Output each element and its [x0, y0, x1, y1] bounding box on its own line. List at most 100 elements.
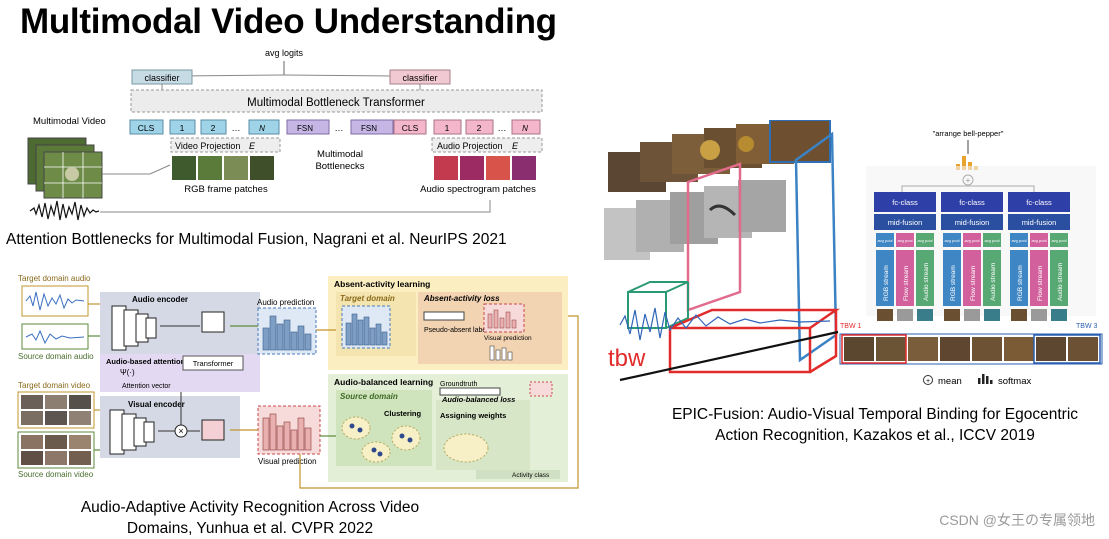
token-audio-2: 2	[477, 123, 482, 133]
stream-block	[1010, 250, 1028, 306]
avg-pool-label: avg pool	[1011, 238, 1026, 243]
balanced-loss-label: Audio-balanced loss	[441, 395, 515, 404]
stream-input-thumb	[1031, 309, 1047, 321]
stream-block	[1050, 250, 1068, 306]
target-domain-label: Target domain	[340, 294, 395, 303]
tbw-red-box	[668, 308, 840, 374]
audio-projection-e-symbol: E	[512, 141, 519, 151]
stream-label: Audio stream	[923, 263, 930, 301]
frames-outline	[839, 333, 1103, 365]
stream-block	[876, 250, 894, 306]
avg-pool-label: avg pool	[1031, 238, 1046, 243]
token-ellipsis-audio: …	[498, 123, 507, 133]
multimodal-video-label: Multimodal Video	[33, 116, 106, 127]
avg-pool-block	[943, 233, 961, 247]
avg-pool-label: avg pool	[964, 238, 979, 243]
token-fsn-n: FSN	[361, 124, 377, 133]
bottlenecks-label-line1: Multimodal	[317, 149, 363, 160]
mid-fusion-label: mid-fusion	[955, 218, 990, 227]
classifier-connector	[179, 74, 391, 77]
mid-fusion-block	[941, 214, 1003, 230]
tbw1-label: TBW 1	[840, 323, 861, 330]
video-projection-e-symbol: E	[249, 141, 256, 151]
visual-encoder-label: Visual encoder	[128, 400, 185, 409]
avg-pool-label: avg pool	[984, 238, 999, 243]
stream-input-thumb	[877, 309, 893, 321]
mid-fusion-label: mid-fusion	[888, 218, 923, 227]
token-ellipsis-fsn: …	[335, 123, 344, 133]
audio-feature-cube	[201, 311, 225, 333]
panel-audio-adaptive: Target domain audio Source domain audio …	[17, 274, 579, 489]
target-audio-box	[21, 285, 89, 317]
stream-block	[963, 250, 981, 306]
fc-class-label: fc-class	[1026, 198, 1052, 207]
mid-fusion-block	[874, 214, 936, 230]
rgb-frame-stack	[608, 120, 831, 192]
weights-blob	[443, 433, 489, 463]
stream-label: RGB stream	[950, 265, 957, 301]
softmax-legend-label: softmax	[998, 376, 1032, 387]
tbw3-label: TBW 3	[1076, 323, 1097, 330]
bottleneck-transformer-label: Multimodal Bottleneck Transformer	[247, 97, 425, 109]
fc-class-block	[1008, 192, 1070, 212]
token-audio-1: 1	[445, 123, 450, 133]
video-to-projection-line	[102, 164, 171, 175]
stream-label: Flow stream	[903, 266, 910, 301]
source-video-thumbs	[21, 435, 91, 465]
source-audio-box	[21, 323, 89, 350]
audio-prediction-bars	[262, 315, 312, 351]
groundtruth-label: Groundtruth	[440, 381, 477, 388]
tbw3-window	[1033, 334, 1101, 364]
video-projection-box	[170, 137, 281, 153]
classifier-right-label: classifier	[402, 73, 437, 83]
audio-projection-box	[431, 137, 543, 153]
audio-patches-label: Audio spectrogram patches	[420, 184, 536, 195]
token-fsn-1: FSN	[297, 124, 313, 133]
caption-audio-adaptive-line2: Domains, Yunhua et al. CVPR 2022	[126, 520, 374, 537]
transformer-box	[182, 355, 244, 371]
target-audio-wave	[25, 291, 85, 311]
avg-pool-block	[983, 233, 1001, 247]
stream-input-thumb	[897, 309, 913, 321]
csdn-watermark: CSDN @女王の专属领地	[939, 512, 1095, 528]
avg-pool-block	[896, 233, 914, 247]
stream-label: RGB stream	[883, 265, 890, 301]
feedback-loop-arrow	[299, 315, 579, 489]
fc-class-label: fc-class	[892, 198, 918, 207]
token-video-2: 2	[211, 123, 216, 133]
visual-encoder-layers	[109, 409, 155, 455]
visual-feature-cube	[201, 419, 225, 441]
avg-pool-block	[1010, 233, 1028, 247]
audio-attention-label: Audio-based attention	[106, 357, 186, 366]
avg-pool-label: avg pool	[877, 238, 892, 243]
audio-waveform	[29, 200, 100, 221]
absent-visual-bars	[487, 309, 517, 329]
stream-input-thumb	[944, 309, 960, 321]
caption-epic-fusion: EPIC-Fusion: Audio-Visual Temporal Bindi…	[645, 404, 1105, 446]
stream-block	[896, 250, 914, 306]
mean-legend-label: mean	[938, 376, 962, 387]
target-video-label: Target domain video	[18, 381, 91, 390]
caption-attention-bottlenecks: Attention Bottlenecks for Multimodal Fus…	[6, 231, 507, 248]
mean-legend-icon	[923, 375, 933, 385]
flow-frame-stack	[604, 180, 786, 260]
token-ellipsis-video: …	[232, 123, 241, 133]
rgb-patches-label: RGB frame patches	[184, 184, 268, 195]
stream-block	[916, 250, 934, 306]
activity-class-legend	[476, 470, 560, 479]
avg-pool-block	[1050, 233, 1068, 247]
token-cls-video: CLS	[138, 123, 155, 133]
caption-audio-adaptive-line1: Audio-Adaptive Activity Recognition Acro…	[80, 499, 420, 516]
mid-fusion-block	[1008, 214, 1070, 230]
audio-encoder-label: Audio encoder	[132, 295, 188, 304]
source-video-label: Source domain video	[18, 470, 94, 479]
tbw1-window	[841, 334, 907, 364]
assigning-weights-label: Assigning weights	[440, 411, 506, 420]
action-label: "arrange bell-pepper"	[933, 129, 1004, 138]
clustering-label: Clustering	[384, 409, 422, 418]
stream-input-thumb	[984, 309, 1000, 321]
source-domain-label: Source domain	[340, 392, 398, 401]
time-axis	[619, 330, 839, 382]
transformer-label: Transformer	[193, 359, 234, 368]
audio-to-projection-line	[100, 200, 491, 213]
